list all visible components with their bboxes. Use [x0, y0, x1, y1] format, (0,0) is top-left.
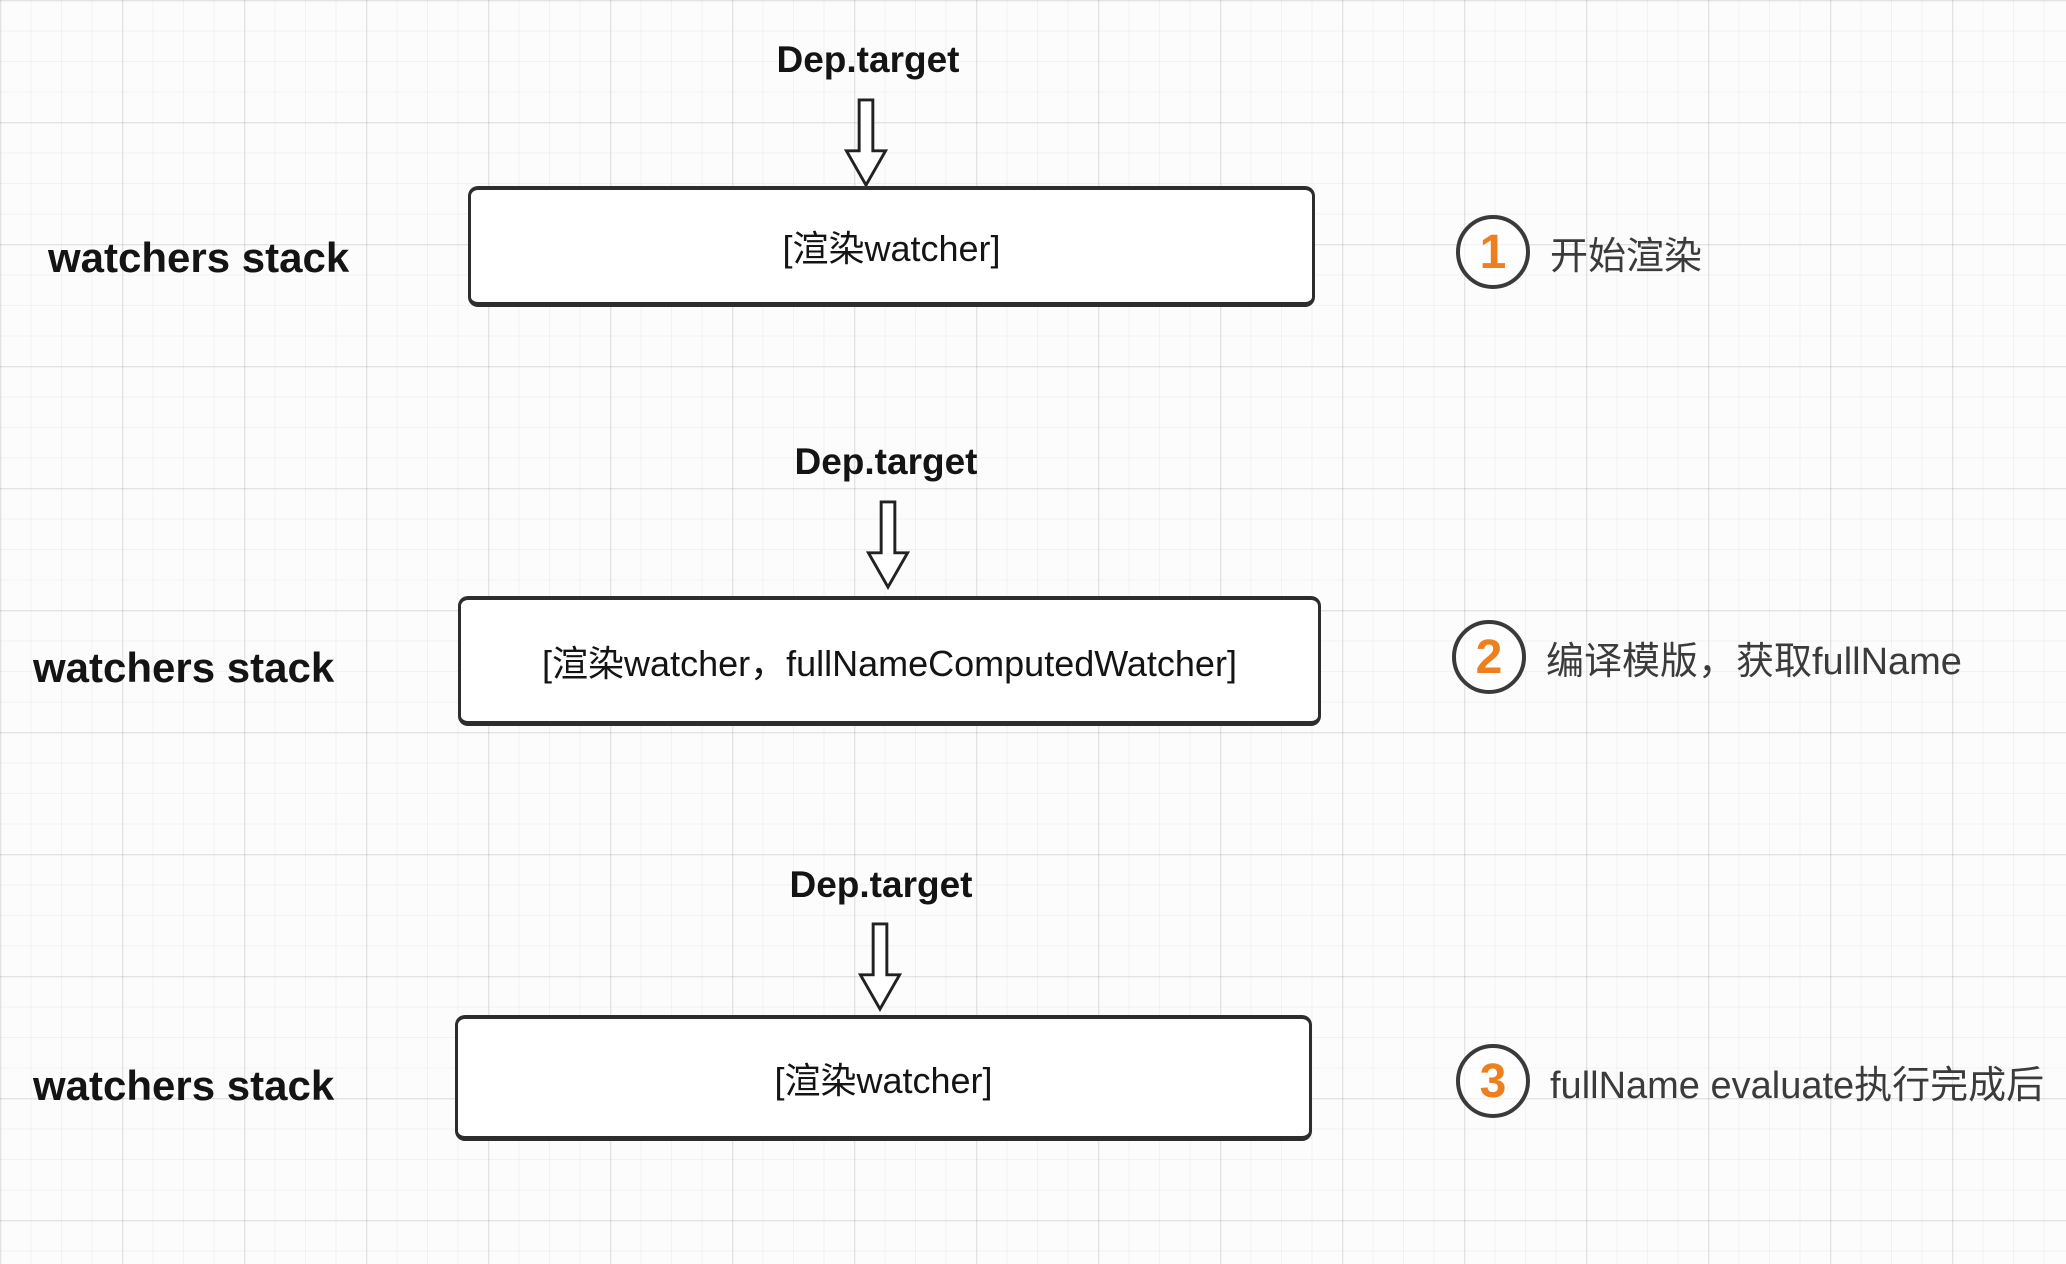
watcher-stack-box: [渲染watcher]	[455, 1015, 1312, 1141]
step-number-badge: 2	[1452, 620, 1526, 694]
watcher-stack-box-text: [渲染watcher，fullNameComputedWatcher]	[542, 642, 1237, 684]
watchers-stack-label: watchers stack	[33, 644, 335, 691]
watcher-stack-box-text: [渲染watcher]	[774, 1059, 993, 1101]
dep-target-label: Dep.target	[794, 441, 978, 482]
dep-target-label: Dep.target	[789, 864, 973, 905]
step-note: 开始渲染	[1550, 235, 1703, 278]
down-arrow-icon	[865, 500, 911, 590]
step-annotation: 2 编译模版，获取fullName	[1452, 620, 1962, 694]
watcher-stack-box-text: [渲染watcher]	[782, 228, 1001, 269]
watchers-stack-label: watchers stack	[48, 234, 350, 281]
step-note: fullName evaluate执行完成后	[1550, 1064, 2045, 1107]
watcher-stack-box: [渲染watcher，fullNameComputedWatcher]	[458, 596, 1321, 726]
step-number-badge: 1	[1456, 215, 1530, 289]
watchers-stack-label: watchers stack	[33, 1062, 335, 1109]
watcher-stack-box: [渲染watcher]	[468, 186, 1315, 307]
step-number-badge: 3	[1456, 1044, 1530, 1118]
step-annotation: 1 开始渲染	[1456, 215, 1702, 289]
down-arrow-icon	[857, 922, 903, 1012]
step-annotation: 3 fullName evaluate执行完成后	[1456, 1044, 2044, 1118]
step-note: 编译模版，获取fullName	[1546, 640, 1962, 683]
dep-target-label: Dep.target	[776, 39, 960, 80]
down-arrow-icon	[843, 98, 889, 188]
